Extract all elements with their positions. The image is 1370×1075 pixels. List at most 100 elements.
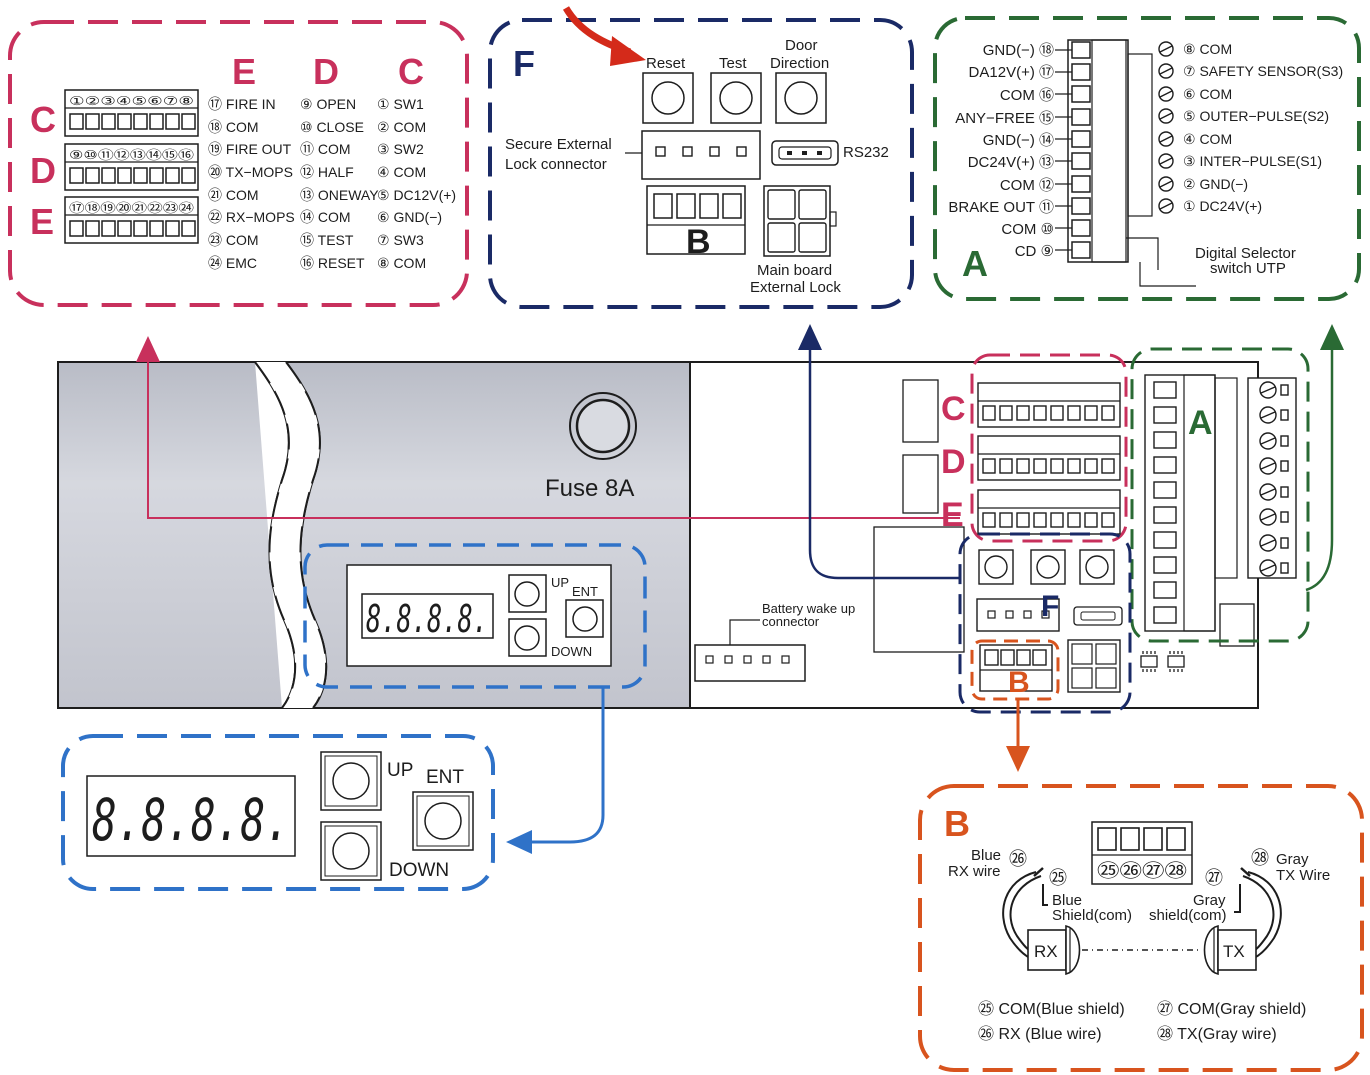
board-chip-icon (1140, 651, 1185, 672)
blue-rx-line2: RX wire (948, 863, 1001, 880)
reset-button[interactable] (642, 72, 694, 124)
pin-label: ⑨ OPEN (300, 96, 356, 112)
battery-connector (694, 644, 806, 682)
pin-label: COM ⑫ (1000, 177, 1054, 194)
box-b: B ㉕㉖㉗㉘ Blue RX wire ㉖ ㉕ Blue Shield(com)… (918, 784, 1364, 1072)
door-direction-label-line2: Direction (770, 55, 829, 72)
b-letter-small: B (686, 223, 711, 261)
board-ent-button[interactable] (565, 599, 604, 638)
external-lock-connector (763, 185, 837, 257)
col-letter-d: D (313, 51, 339, 92)
pin-row-1: ①②③④⑤⑥⑦⑧ (69, 94, 194, 108)
reset-label: Reset (646, 55, 686, 72)
battery-label-line1: Battery wake up (762, 601, 855, 616)
secure-lock-connector (641, 130, 761, 180)
left-pin-leads (1055, 49, 1072, 251)
pin-cells-row-3 (69, 220, 196, 237)
pin-label: ① DC24V(+) (1183, 198, 1262, 214)
legend-27: ㉗ COM(Gray shield) (1157, 1000, 1306, 1018)
tx-wire-loop (1234, 867, 1282, 959)
board-label-e: E (941, 496, 964, 534)
secure-label-line2: Lock connector (505, 156, 607, 173)
pin-cells-row-2 (69, 167, 196, 184)
test-button[interactable] (710, 72, 762, 124)
right-pin-labels: ⑧ COM ⑦ SAFETY SENSOR(S3) ⑥ COM ⑤ OUTER−… (1183, 41, 1343, 214)
right-terminal-screws (1158, 41, 1174, 214)
pin-label: ⑤ OUTER−PULSE(S2) (1183, 108, 1329, 124)
pin-label: ⑰ FIRE IN (208, 96, 276, 112)
board-up-label: UP (551, 575, 569, 590)
pin-cells-row-1 (69, 113, 196, 130)
pin-label: ⑫ HALF (300, 164, 354, 180)
pin-label: ⑯ RESET (300, 255, 365, 271)
zoom-down-label: DOWN (389, 860, 449, 881)
board-connector-d (977, 435, 1121, 481)
n25-left: ㉕ (1049, 868, 1067, 888)
pin-label: ANY−FREE ⑮ (955, 110, 1054, 127)
zoom-display-digits: 8.8.8.8. (92, 786, 290, 854)
board-label-a: A (1188, 404, 1213, 442)
rx-sensor-icon (1027, 925, 1081, 975)
board-connector-e (977, 489, 1121, 535)
blue-shield-line1: Blue (1052, 892, 1082, 909)
row-letter-d: D (30, 150, 56, 191)
board-label-f: F (1041, 590, 1059, 623)
fuse-label: Fuse 8A (545, 475, 634, 502)
b-zoom-connector (1091, 821, 1193, 885)
pin-label: ㉑ COM (208, 187, 259, 203)
connector-arrows (136, 324, 1344, 854)
digital-selector-line2: switch UTP (1210, 260, 1286, 277)
tx-sensor-icon (1203, 925, 1257, 975)
board-label-c: C (941, 390, 966, 428)
pin-label: ⑱ COM (208, 119, 259, 135)
pin-label: ⑦ SW3 (377, 232, 424, 248)
board-connector-c (977, 382, 1121, 428)
box-cde: C D E ①②③④⑤⑥⑦⑧ ⑨⑩⑪⑫⑬⑭⑮⑯ ⑰⑱⑲⑳㉑㉒㉓㉔ E D C (8, 20, 469, 307)
rs232-connector (771, 140, 839, 166)
fuse-icon (569, 392, 637, 460)
board-down-label: DOWN (551, 644, 592, 659)
pin-label: ⑲ FIRE OUT (208, 141, 292, 157)
gray-shield-line1: Gray (1193, 892, 1226, 909)
col-letter-e: E (232, 51, 256, 92)
pin-label: ㉒ RX−MOPS (208, 209, 295, 225)
digital-selector-line1: Digital Selector (1195, 245, 1296, 262)
left-pin-labels: GND(−) ⑱ DA12V(+) ⑰ COM ⑯ ANY−FREE ⑮ GND… (948, 42, 1054, 260)
n27-right: ㉗ (1205, 868, 1223, 888)
legend-28: ㉘ TX(Gray wire) (1157, 1025, 1277, 1043)
gray-shield-line2: shield(com) (1149, 907, 1227, 924)
pin-label: ⑭ COM (300, 209, 351, 225)
pin-label: ⑮ TEST (300, 232, 354, 248)
tx-label: TX (1223, 942, 1245, 961)
pin-label: ③ INTER−PULSE(S1) (1183, 153, 1322, 169)
col-letter-c: C (398, 51, 424, 92)
test-label: Test (719, 55, 747, 72)
rx-label: RX (1034, 942, 1058, 961)
door-direction-button[interactable] (775, 72, 827, 124)
box-b-letter: B (944, 803, 970, 844)
b-pin-numbers: ㉕㉖㉗㉘ (1097, 861, 1187, 881)
blue-shield-line2: Shield(com) (1052, 907, 1132, 924)
pin-label: ② GND(−) (1183, 176, 1248, 192)
pin-label: CD ⑨ (1015, 243, 1054, 260)
zoom-ent-button[interactable] (412, 791, 474, 851)
box-a: A GND(−) ⑱ DA12V(+) ⑰ COM ⑯ ANY−FREE ⑮ G… (933, 16, 1361, 301)
b-connector (646, 185, 746, 255)
pin-label: ⑳ TX−MOPS (208, 164, 293, 180)
pin-label: ⑦ SAFETY SENSOR(S3) (1183, 63, 1343, 79)
pin-label: COM ⑩ (1001, 221, 1054, 238)
pin-label: COM ⑯ (1000, 87, 1054, 104)
pin-label: ① SW1 (377, 96, 424, 112)
gray-tx-line1: Gray (1276, 851, 1309, 868)
board-ent-label: ENT (572, 584, 598, 599)
blue-rx-line1: Blue (971, 847, 1001, 864)
board-up-button[interactable] (508, 574, 547, 613)
board-down-button[interactable] (508, 618, 547, 657)
pin-label: DA12V(+) ⑰ (969, 64, 1054, 81)
zoom-up-label: UP (387, 760, 413, 781)
left-terminal-cells (1071, 41, 1091, 259)
pin-row-3: ⑰⑱⑲⑳㉑㉒㉓㉔ (69, 201, 194, 215)
zoom-up-button[interactable] (320, 751, 382, 811)
column-c-pins: ① SW1 ② COM ③ SW2 ④ COM ⑤ DC12V(+) ⑥ GND… (377, 96, 456, 271)
zoom-down-button[interactable] (320, 821, 382, 881)
